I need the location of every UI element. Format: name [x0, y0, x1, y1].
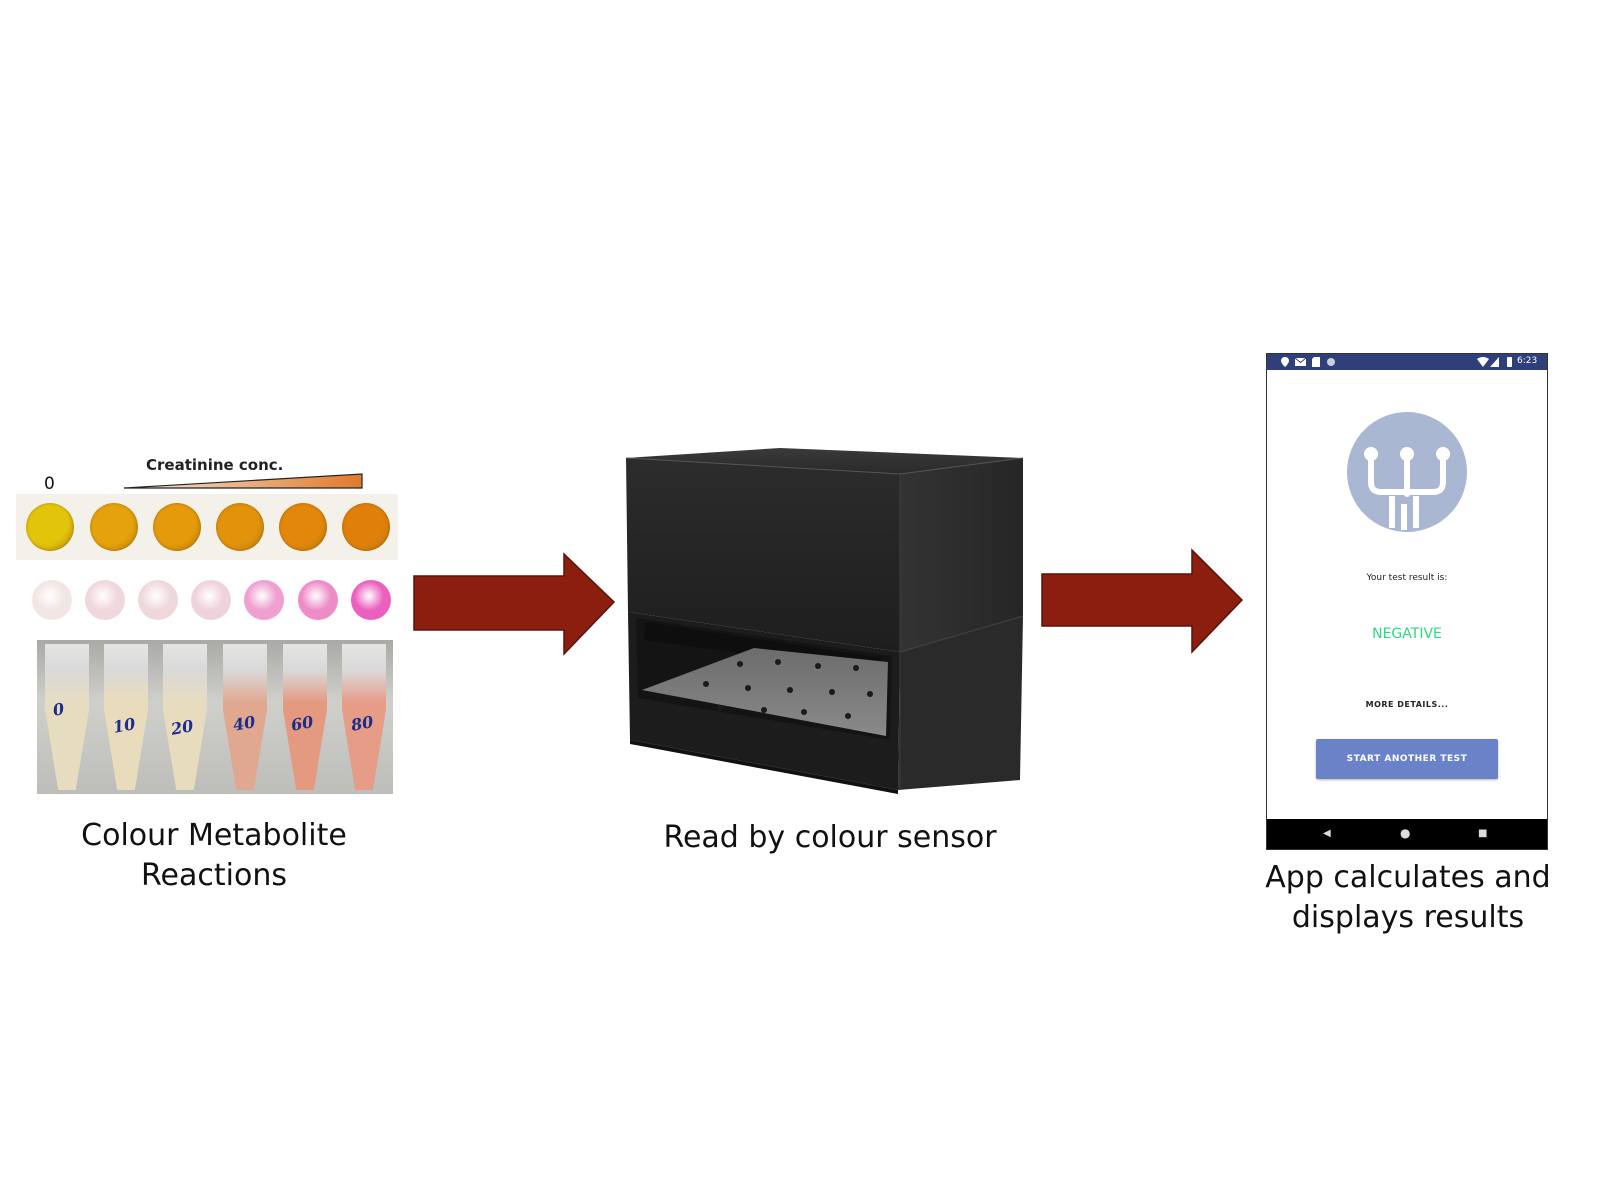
home-icon[interactable]: ● — [1400, 826, 1411, 840]
concentration-gradient-wedge — [124, 473, 363, 489]
tube-label: 10 — [111, 714, 137, 737]
location-icon — [1281, 357, 1289, 367]
zero-concentration-label: 0 — [44, 474, 55, 494]
flow-arrow-2 — [1041, 548, 1244, 654]
reaction-well — [279, 503, 327, 551]
reaction-dot — [191, 580, 231, 620]
reactions-caption: Colour Metabolite Reactions — [81, 818, 347, 893]
reaction-dot — [298, 580, 338, 620]
result-prompt: Your test result is: — [1366, 573, 1448, 583]
sync-icon — [1327, 358, 1335, 366]
mail-icon — [1295, 358, 1306, 366]
back-icon[interactable]: ◀ — [1323, 828, 1331, 839]
reaction-dot — [351, 580, 391, 620]
reaction-dot — [32, 580, 72, 620]
status-bar: 6:23 — [1267, 354, 1547, 370]
well-plate-strip — [16, 494, 398, 560]
reaction-dot — [85, 580, 125, 620]
flow-arrow-1 — [413, 552, 616, 656]
start-another-test-button[interactable]: START ANOTHER TEST — [1316, 739, 1498, 779]
tube-label: 40 — [231, 712, 257, 735]
sample-tube — [45, 644, 89, 790]
reaction-well — [26, 503, 74, 551]
creatinine-concentration-label: Creatinine conc. — [146, 456, 284, 474]
reaction-well — [90, 503, 138, 551]
reaction-well — [216, 503, 264, 551]
pink-reaction-row — [20, 572, 410, 630]
reactions-panel: Creatinine conc. 0 0 10 20 40 60 80 Colo… — [0, 0, 420, 893]
wifi-icon — [1477, 357, 1489, 367]
tube-label: 60 — [289, 712, 315, 735]
tube-label: 20 — [169, 716, 195, 739]
app-logo-icon — [1347, 412, 1467, 532]
status-time: 6:23 — [1517, 356, 1538, 366]
reaction-well — [342, 503, 390, 551]
colour-sensor-device — [625, 448, 1024, 794]
reaction-well — [153, 503, 201, 551]
navigation-bar: ◀ ● ■ — [1267, 819, 1547, 849]
app-caption-line-2: displays results — [1291, 900, 1525, 935]
signal-icon — [1490, 357, 1499, 367]
phone-screenshot: 6:23 Your test result is: NEGATIVE MORE … — [1266, 353, 1548, 850]
sd-card-icon — [1312, 357, 1320, 367]
battery-icon — [1507, 357, 1512, 367]
more-details-link[interactable]: MORE DETAILS... — [1365, 700, 1449, 709]
result-value: NEGATIVE — [1372, 626, 1442, 642]
recent-apps-icon[interactable]: ■ — [1478, 828, 1488, 839]
reaction-dot — [244, 580, 284, 620]
tube-label: 80 — [349, 712, 375, 735]
reaction-dot — [138, 580, 178, 620]
device-caption: Read by colour sensor — [663, 820, 997, 855]
tubes-photo: 0 10 20 40 60 80 — [37, 640, 393, 794]
app-caption-line-1: App calculates and — [1265, 860, 1551, 895]
